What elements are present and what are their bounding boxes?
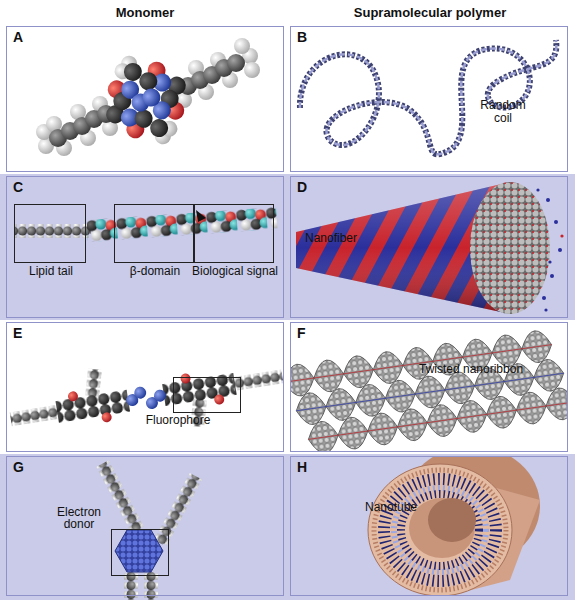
highlight-box: β-domain xyxy=(114,204,194,263)
twisted-nanoribbon xyxy=(306,386,567,451)
monomer-molecule xyxy=(139,86,163,110)
nanotube xyxy=(409,498,475,558)
panel-label: Nanotube xyxy=(365,501,417,514)
box-label: Electron donor xyxy=(54,506,104,530)
panel: A xyxy=(6,26,284,172)
nanofiber xyxy=(544,308,547,311)
nanofiber xyxy=(546,198,550,202)
oligo-fluorophore xyxy=(133,386,147,400)
peptide-amphiphile xyxy=(86,207,277,242)
monomer-molecule xyxy=(87,38,206,161)
nanofiber xyxy=(548,260,551,263)
random-coil xyxy=(300,40,556,154)
peptide-amphiphile xyxy=(15,207,278,242)
monomer-molecule xyxy=(244,62,260,78)
highlight-box: Electron donor xyxy=(111,529,169,576)
donor-molecule xyxy=(96,460,144,534)
box-label: Lipid tail xyxy=(1,265,101,278)
nanofiber xyxy=(550,274,554,278)
panel: H Nanotube xyxy=(290,456,568,596)
panel-label: Nanofiber xyxy=(305,232,357,245)
oligo-fluorophore xyxy=(153,389,167,403)
oligo-fluorophore xyxy=(101,412,112,423)
nanofiber xyxy=(542,296,546,300)
monomer-molecule xyxy=(227,54,245,72)
column-heading: Monomer xyxy=(116,5,175,20)
panel-letter: C xyxy=(13,180,23,195)
nanofiber xyxy=(554,220,558,224)
nanotube xyxy=(368,464,512,595)
panel-letter: F xyxy=(297,326,306,341)
oligo-fluorophore xyxy=(5,339,289,457)
twisted-nanoribbon xyxy=(291,327,567,451)
panel-letter: D xyxy=(297,180,307,195)
donor-molecule xyxy=(96,460,202,600)
box-label: β-domain xyxy=(105,265,205,278)
box-label: Fluorophore xyxy=(114,414,242,427)
panel: E Fluorophore xyxy=(6,322,284,452)
panel: B Random coil xyxy=(290,26,568,172)
panel: G Electron donor xyxy=(6,456,284,596)
nanofiber xyxy=(470,182,550,314)
monomer-molecule xyxy=(234,38,250,54)
panel-label: Twisted nanoribbon xyxy=(419,363,523,376)
panel-letter: G xyxy=(13,460,24,475)
panel: F Twisted nanoribbon xyxy=(290,322,568,452)
panel-letter: H xyxy=(297,460,307,475)
highlight-box: Biological signal xyxy=(194,204,274,263)
panel: D Nanofiber xyxy=(290,176,568,318)
panel: CLipid tailβ-domainBiological signal xyxy=(6,176,284,318)
nanofiber xyxy=(296,182,564,314)
oligo-fluorophore xyxy=(67,391,78,402)
donor-molecule xyxy=(96,460,144,534)
nanotube xyxy=(384,479,496,581)
oligo-fluorophore xyxy=(55,390,130,423)
row-band xyxy=(0,174,575,600)
donor-molecule xyxy=(154,473,202,547)
peptide-amphiphile xyxy=(86,207,277,242)
highlight-box: Fluorophore xyxy=(173,377,241,413)
random-coil xyxy=(300,40,556,154)
box-label: Biological signal xyxy=(181,265,289,278)
nanofiber xyxy=(536,188,539,191)
oligo-fluorophore xyxy=(85,369,102,398)
twisted-nanoribbon xyxy=(306,386,567,451)
panel-letter: B xyxy=(297,30,307,45)
column-heading: Supramolecular polymer xyxy=(354,5,506,20)
highlight-box: Lipid tail xyxy=(14,204,86,263)
nanotube xyxy=(428,498,476,542)
monomer-molecule xyxy=(36,38,260,162)
monomer-molecule xyxy=(176,38,260,108)
oligo-fluorophore xyxy=(85,369,102,398)
nanofiber xyxy=(560,234,563,237)
nanofiber xyxy=(558,248,562,252)
monomer-molecule xyxy=(36,96,118,156)
peptide-amphiphile xyxy=(196,210,206,222)
twisted-nanoribbon xyxy=(291,327,567,451)
donor-molecule xyxy=(154,473,202,547)
random-coil xyxy=(300,40,556,154)
oligo-fluorophore xyxy=(232,369,284,391)
panel-letter: E xyxy=(13,326,22,341)
nanotube xyxy=(368,457,540,595)
row-band xyxy=(0,174,575,320)
panel-label: Random coil xyxy=(477,99,529,125)
donor-molecule xyxy=(115,530,163,572)
panel-letter: A xyxy=(13,30,23,45)
oligo-fluorophore xyxy=(214,394,225,405)
nanotube xyxy=(374,470,506,590)
peptide-amphiphile xyxy=(15,224,91,238)
oligo-fluorophore xyxy=(180,373,191,384)
twisted-nanoribbon xyxy=(308,402,567,440)
oligo-fluorophore xyxy=(10,405,62,427)
